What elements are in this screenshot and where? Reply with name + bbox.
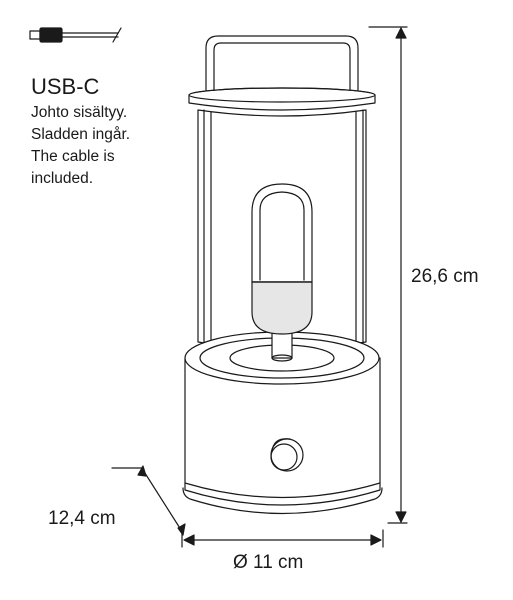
height-dimension-line xyxy=(368,26,408,524)
cable-info: USB-C Johto sisältyy. Sladden ingår. The… xyxy=(31,74,201,190)
lantern-top-cap xyxy=(188,87,376,111)
diameter-dimension-line xyxy=(181,529,384,548)
usb-c-cable-icon xyxy=(29,27,122,43)
cable-note-finnish: Johto sisältyy. xyxy=(31,104,128,121)
lantern-bulb xyxy=(251,183,313,335)
dimmer-knob xyxy=(270,438,304,472)
height-label: 26,6 cm xyxy=(411,266,479,287)
connector-type: USB-C xyxy=(31,74,100,99)
cable-note-english-1: The cable is xyxy=(31,148,115,165)
cable-note-english-2: included. xyxy=(31,170,94,187)
lantern-handle xyxy=(205,35,359,93)
cable-note-swedish: Sladden ingår. xyxy=(31,126,131,143)
lantern-base xyxy=(182,331,383,515)
depth-dimension-line xyxy=(111,465,186,536)
lantern-posts xyxy=(203,109,364,363)
depth-label: 12,4 cm xyxy=(48,508,116,529)
lantern-drawing xyxy=(182,35,383,515)
diameter-label: Ø 11 cm xyxy=(233,552,304,573)
